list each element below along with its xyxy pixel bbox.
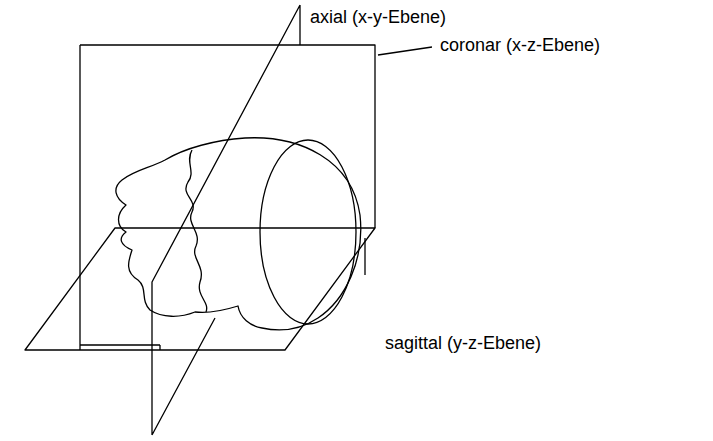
coronal-section bbox=[260, 140, 356, 324]
slanted-plane bbox=[152, 5, 300, 435]
plane-label: coronar (x-z-Ebene) bbox=[440, 36, 600, 56]
sagittal-section bbox=[186, 150, 207, 312]
coronal-plane bbox=[80, 45, 375, 228]
plane-edge bbox=[364, 238, 365, 275]
coronal-plane-edge bbox=[80, 45, 160, 350]
plane-label: sagittal (y-z-Ebene) bbox=[385, 334, 541, 354]
plane-label: axial (x-y-Ebene) bbox=[310, 8, 446, 28]
leader-line bbox=[378, 47, 432, 55]
head-outline bbox=[116, 138, 361, 330]
